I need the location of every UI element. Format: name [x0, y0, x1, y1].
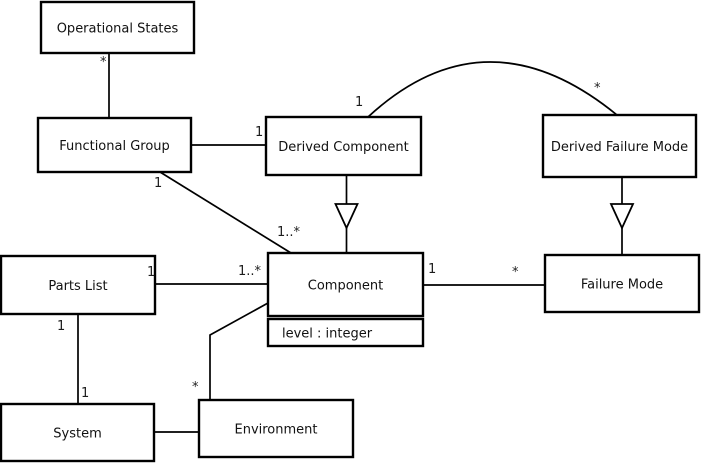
edge-derived-component--derived-failure-mode-arc [367, 61, 618, 118]
mult-component-top: 1..* [277, 225, 301, 240]
mult-environment-top: * [192, 380, 199, 395]
class-failure-mode: Failure Mode [543, 253, 701, 314]
class-box-component [266, 251, 425, 318]
edge-functional-group--component [159, 171, 292, 254]
class-name-label: Parts List [48, 279, 107, 294]
edge-derived-component--component-generalization [334, 175, 359, 253]
edge-environment--component [209, 302, 269, 400]
class-box-environment [197, 398, 355, 459]
mult-arc-derived-failure-mode: * [594, 81, 601, 96]
mult-failure-mode-left: * [512, 265, 519, 280]
class-box-failure-mode [543, 253, 701, 314]
class-operational-states: Operational States [39, 0, 196, 55]
class-box-functional-group [36, 116, 193, 174]
mult-component-left: 1..* [238, 264, 262, 279]
attribute-label: level : integer [282, 327, 373, 342]
class-box-derived-failure-mode [541, 113, 698, 179]
class-box-system [0, 402, 156, 463]
mult-operational-states: * [100, 55, 107, 70]
mult-component-right: 1 [428, 262, 436, 277]
class-box-derived-component [264, 115, 423, 177]
class-box-operational-states [39, 0, 196, 55]
edge-derived-failure-mode--failure-mode-generalization [609, 177, 635, 255]
class-parts-list: Parts List [0, 254, 157, 316]
generalization-triangle-icon [334, 203, 359, 231]
class-component: Component level : integer [266, 251, 425, 348]
class-environment: Environment [197, 398, 355, 459]
class-name-label: Functional Group [59, 139, 170, 154]
class-name-label: Derived Failure Mode [551, 140, 688, 155]
class-system: System [0, 402, 156, 463]
class-derived-component: Derived Component [264, 115, 423, 177]
mult-functional-group-bottom: 1 [154, 176, 162, 191]
class-functional-group: Functional Group [36, 116, 193, 174]
class-box-parts-list [0, 254, 157, 316]
class-derived-failure-mode: Derived Failure Mode [541, 113, 698, 179]
attribute-compartment [266, 317, 425, 348]
generalization-triangle-icon [609, 203, 635, 231]
class-name-label: Environment [234, 423, 317, 438]
mult-parts-list-bottom: 1 [57, 319, 65, 334]
mult-derived-component-left: 1 [255, 125, 263, 140]
class-name-label: Derived Component [278, 140, 409, 155]
class-name-label: Failure Mode [581, 278, 663, 293]
class-name-label: Operational States [57, 22, 179, 37]
mult-parts-list-right: 1 [147, 265, 155, 280]
mult-arc-derived-component: 1 [355, 95, 363, 110]
class-name-label: Component [308, 279, 383, 294]
mult-system-top: 1 [81, 386, 89, 401]
class-name-label: System [53, 427, 101, 442]
